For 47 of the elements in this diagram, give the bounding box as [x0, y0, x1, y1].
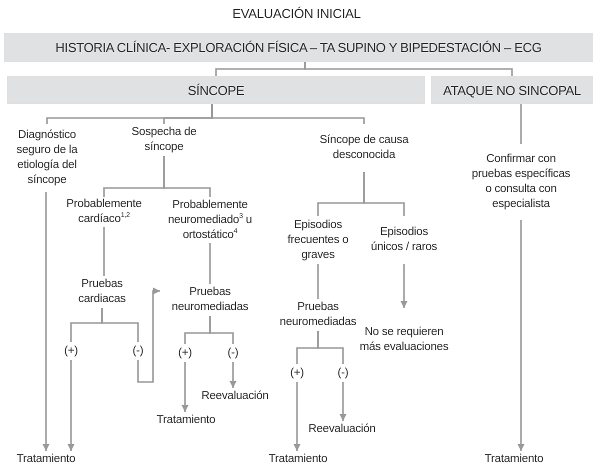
node-text: (-)	[330, 364, 356, 382]
node-text: Sospecha de síncope	[118, 124, 210, 156]
process-band: HISTORIA CLÍNICA- EXPLORACIÓN FÍSICA – TA SUPINO Y BIPEDESTACIÓN – ECG	[4, 33, 593, 62]
node-text: Tratamiento	[257, 451, 339, 467]
connector-line	[101, 308, 139, 342]
connector-line	[211, 104, 365, 124]
node-text: No se requieren más evaluaciones	[358, 308, 450, 372]
arrow	[340, 382, 346, 421]
arrow	[294, 382, 300, 451]
node-text: (+)	[282, 364, 312, 382]
connector-line	[103, 227, 105, 276]
node-text: Tratamiento	[473, 451, 555, 467]
node-text: Tratamiento	[145, 412, 227, 428]
node-text: (-)	[220, 344, 246, 362]
node-text: (+)	[170, 344, 200, 362]
connector-line	[209, 243, 211, 284]
connector-line	[317, 264, 319, 299]
node-text: Confirmar con pruebas específicas o consulta con especialista	[468, 144, 574, 220]
node-text: Tratamiento	[4, 451, 88, 467]
node-text: Pruebas neuromediadas	[160, 284, 260, 316]
node-text: Síncope de causa desconocida	[318, 124, 410, 172]
node-text: Reevaluación	[302, 421, 382, 437]
node-text: (+)	[56, 342, 86, 360]
connector-line	[317, 331, 344, 364]
node-text: Episodios frecuentes o graves	[270, 216, 366, 264]
connector-line	[363, 172, 405, 216]
diagram-title: EVALUACIÓN INICIAL	[231, 6, 362, 21]
node-text: Reevaluación	[195, 388, 275, 404]
node-text: Episodios únicos / raros	[365, 216, 443, 264]
process-band: ATAQUE NO SINCOPAL	[431, 76, 593, 104]
node-text: Diagnóstico seguro de la etiología del síncope	[4, 124, 90, 192]
node-text: (-)	[124, 342, 152, 360]
connector-line	[304, 62, 513, 76]
connector-line	[163, 156, 211, 197]
arrow	[182, 362, 188, 412]
process-band: SÍNCOPE	[7, 76, 425, 104]
arrow	[230, 362, 236, 388]
node-text: Probablemente cardíaco$^{1,2}$	[58, 197, 150, 227]
connector-line	[520, 104, 522, 144]
arrow	[42, 192, 50, 451]
arrow	[137, 288, 160, 383]
arrow	[400, 264, 408, 308]
arrow	[68, 360, 74, 451]
node-text: Probablemente neuromediado$^{3}$ u ortostático$^{4}$	[158, 197, 262, 243]
arrow	[518, 220, 524, 451]
connector-line	[209, 316, 234, 344]
node-text: Pruebas cardiacas	[62, 276, 142, 308]
